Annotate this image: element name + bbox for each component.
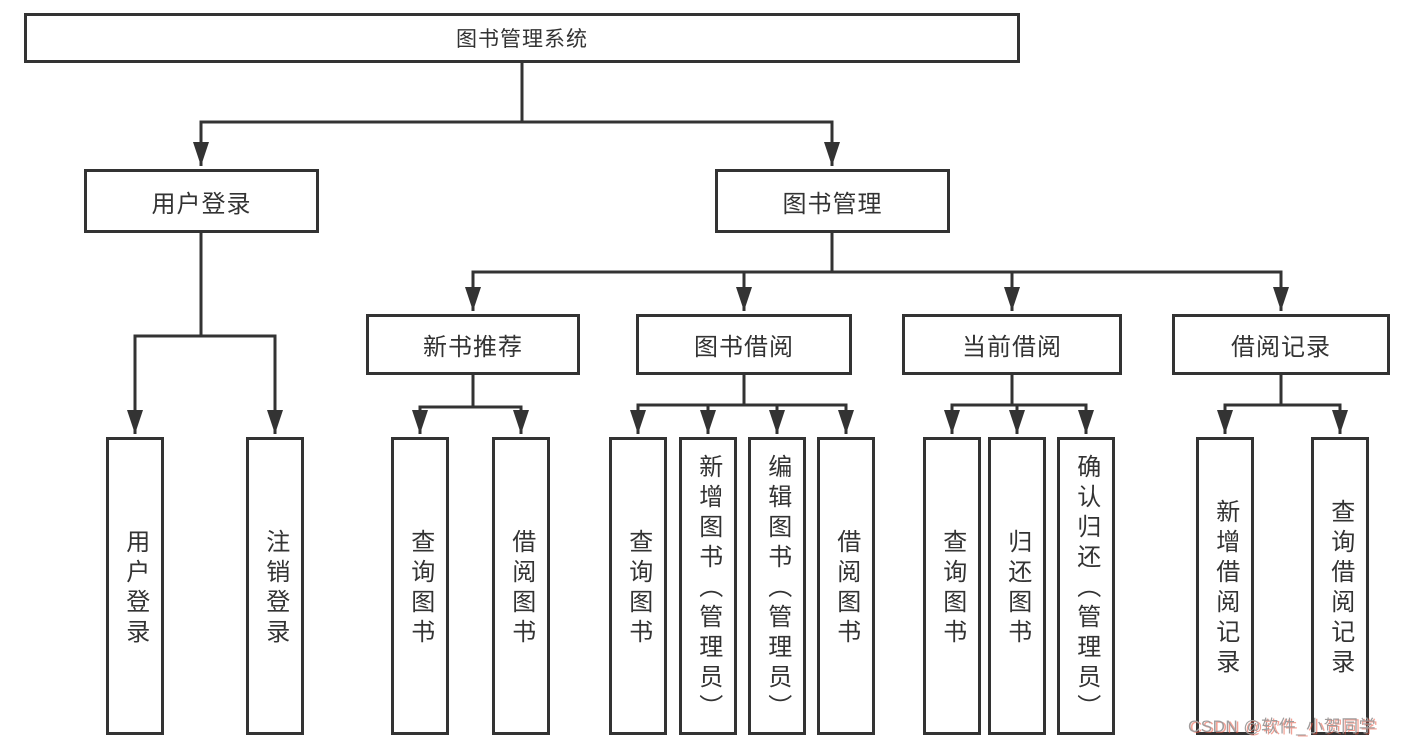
node-label: 归还图书	[1003, 529, 1031, 649]
node-book-borrowing: 图书借阅	[636, 314, 852, 375]
node-query-books-current: 查询图书	[923, 437, 981, 735]
node-new-book-recommendation: 新书推荐	[366, 314, 580, 375]
node-label: 借阅图书	[832, 529, 860, 649]
node-edit-books-admin: 编辑图书（管理员）	[748, 437, 806, 735]
node-label: 新书推荐	[423, 334, 523, 361]
node-book-management: 图书管理	[715, 169, 950, 233]
node-label: 图书借阅	[694, 334, 794, 361]
node-label: 注销登录	[261, 529, 289, 649]
node-system-root: 图书管理系统	[24, 13, 1020, 63]
node-label: 编辑图书（管理员）	[763, 454, 791, 724]
node-current-borrowing: 当前借阅	[902, 314, 1122, 375]
node-label: 用户登录	[151, 190, 252, 218]
node-user-login: 用户登录	[84, 169, 319, 233]
node-label: 新增图书（管理员）	[694, 454, 722, 724]
node-label: 查询图书	[938, 529, 966, 649]
node-confirm-return-admin: 确认归还（管理员）	[1057, 437, 1115, 735]
node-label: 确认归还（管理员）	[1072, 454, 1100, 724]
node-label: 图书管理系统	[456, 28, 588, 51]
node-label: 图书管理	[782, 190, 883, 218]
node-label: 借阅记录	[1231, 334, 1331, 361]
watermark: CSDN @软件_小贺同学	[1188, 717, 1377, 736]
connector-arrows	[127, 122, 1348, 434]
node-borrow-books-recommend: 借阅图书	[492, 437, 550, 735]
node-label: 当前借阅	[962, 334, 1062, 361]
connector-skeleton	[133, 63, 1342, 409]
node-logout-action: 注销登录	[246, 437, 304, 735]
node-add-books-admin: 新增图书（管理员）	[679, 437, 737, 735]
node-label: 新增借阅记录	[1211, 499, 1239, 679]
node-label: 查询图书	[406, 529, 434, 649]
node-label: 用户登录	[121, 529, 149, 649]
node-label: 借阅图书	[507, 529, 535, 649]
node-borrowing-records: 借阅记录	[1172, 314, 1390, 375]
node-query-books-borrow: 查询图书	[609, 437, 667, 735]
node-label: 查询借阅记录	[1326, 499, 1354, 679]
node-borrow-books-action: 借阅图书	[817, 437, 875, 735]
node-add-borrowing-record: 新增借阅记录	[1196, 437, 1254, 735]
node-user-login-action: 用户登录	[106, 437, 164, 735]
node-label: 查询图书	[624, 529, 652, 649]
node-query-borrowing-record: 查询借阅记录	[1311, 437, 1369, 735]
node-query-books-recommend: 查询图书	[391, 437, 449, 735]
node-return-books: 归还图书	[988, 437, 1046, 735]
